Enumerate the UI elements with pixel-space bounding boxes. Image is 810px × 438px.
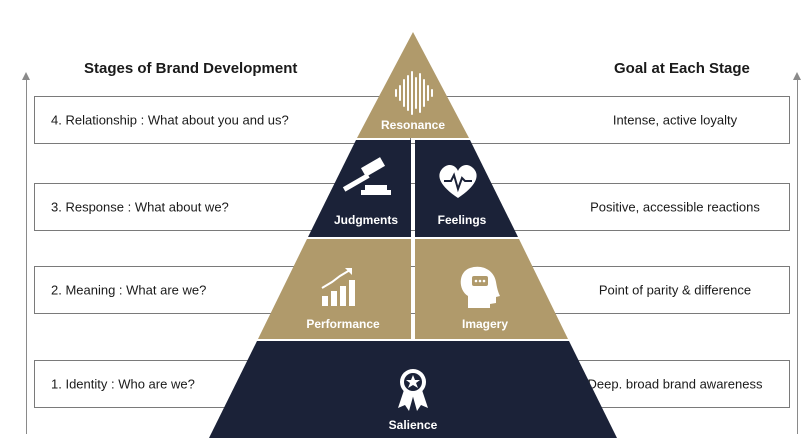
pyramid-tier-performance [258, 239, 411, 339]
growth-chart-icon [321, 268, 355, 306]
stage-label-identity: 1. Identity : Who are we? [51, 376, 195, 392]
pyramid-tier-judgments [308, 140, 411, 237]
goal-label-identity: Deep. broad brand awareness [587, 376, 763, 392]
stage-box-relationship: 4. Relationship : What about you and us? [34, 96, 414, 144]
right-up-arrow [797, 78, 798, 434]
pyramid-label-performance: Performance [306, 317, 380, 331]
pyramid-label-feelings: Feelings [438, 213, 487, 227]
right-arrowhead [793, 72, 801, 80]
goal-label-meaning: Point of parity & difference [598, 282, 752, 298]
award-badge-icon [398, 369, 428, 411]
goal-box-relationship: Intense, active loyalty [410, 96, 790, 144]
pyramid-label-judgments: Judgments [334, 213, 398, 227]
head-speech-icon [460, 266, 500, 308]
pyramid-label-imagery: Imagery [462, 317, 508, 331]
left-heading: Stages of Brand Development [84, 60, 298, 77]
left-up-arrow [26, 78, 27, 434]
heartbeat-icon [439, 164, 477, 198]
goal-label-relationship: Intense, active loyalty [612, 112, 738, 128]
stage-label-relationship: 4. Relationship : What about you and us? [51, 112, 289, 128]
left-arrowhead [22, 72, 30, 80]
right-heading: Goal at Each Stage [614, 60, 750, 77]
gavel-icon [342, 157, 391, 195]
pyramid-label-salience: Salience [389, 418, 438, 432]
stage-label-meaning: 2. Meaning : What are we? [51, 282, 207, 298]
sound-wave-icon [395, 71, 433, 115]
goal-label-response: Positive, accessible reactions [590, 199, 760, 215]
stage-label-response: 3. Response : What about we? [51, 199, 229, 215]
pyramid-label-resonance: Resonance [381, 118, 445, 132]
